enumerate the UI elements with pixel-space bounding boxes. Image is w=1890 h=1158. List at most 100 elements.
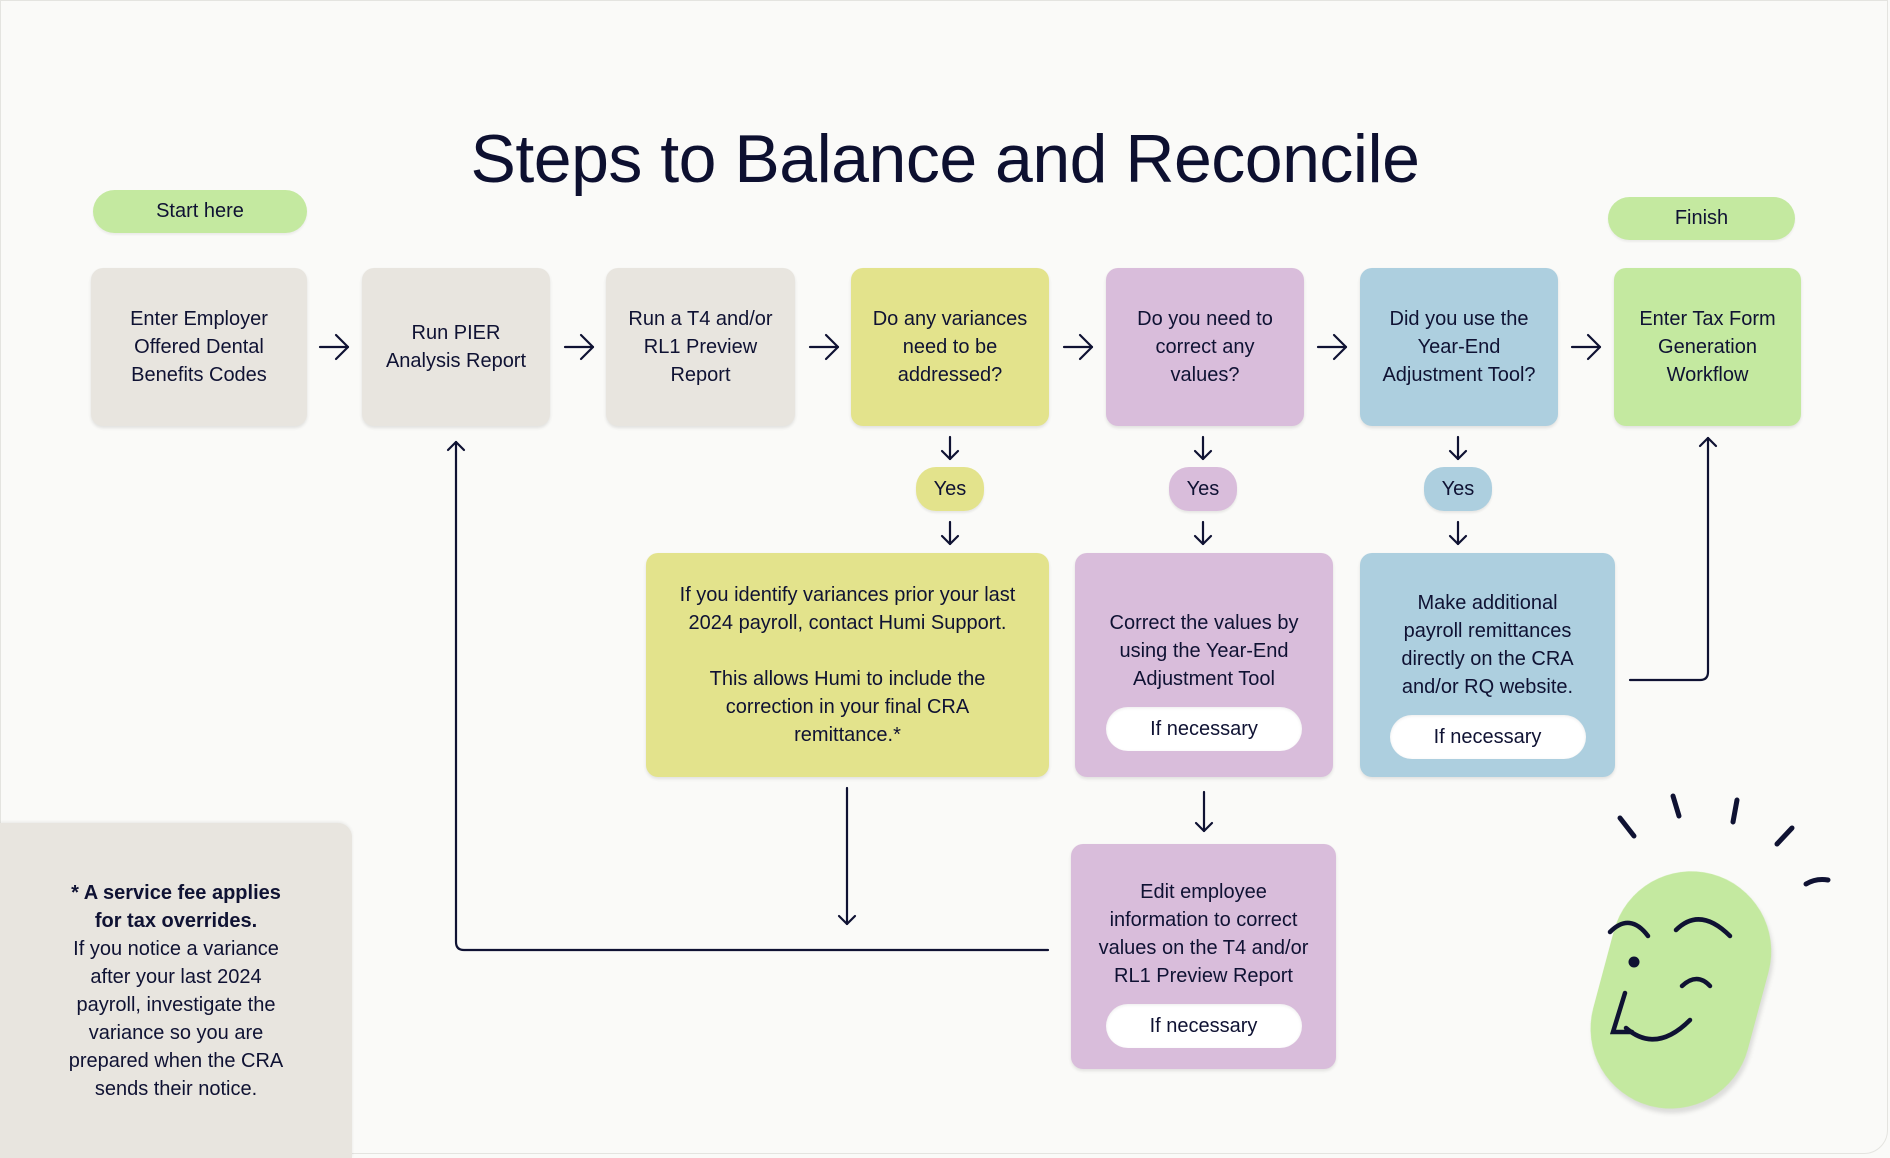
note-line: If you notice a variance: [73, 937, 279, 960]
detail-line: values on the T4 and/or: [1098, 937, 1309, 959]
note-line: variance so you are: [88, 1021, 264, 1044]
sparkle-line: [1670, 793, 1682, 819]
nose: [1609, 990, 1635, 1035]
detail-edit-employee: Edit employee information to correct val…: [1071, 844, 1336, 1069]
step-1-line: Benefits Codes: [131, 364, 267, 386]
step-4-line: Do any variances: [872, 308, 1028, 330]
arrow-right-icon: [808, 333, 840, 361]
winking-eye: [1679, 976, 1713, 989]
arrow-down-icon: [1448, 435, 1468, 461]
finish-pill: Finish: [1608, 197, 1795, 240]
if-necessary-tag: If necessary: [1105, 1004, 1302, 1048]
step-1-line: Enter Employer: [130, 308, 268, 330]
detail-line: remittance.*: [794, 724, 901, 746]
step-5-line: correct any: [1155, 336, 1255, 358]
detail-line: correction in your final CRA: [725, 696, 970, 718]
arrow-down-icon: [1194, 790, 1214, 833]
sparkle-line: [1803, 877, 1831, 887]
arrow-right-icon: [1316, 333, 1348, 361]
arrow-right-icon: [1062, 333, 1094, 361]
winking-face-mascot-icon: [1590, 793, 1831, 1109]
service-fee-note: * A service fee applies for tax override…: [0, 823, 352, 1158]
yes-label: Yes: [1186, 477, 1220, 500]
sparkle-line: [1774, 825, 1795, 847]
arrow-down-icon: [1193, 435, 1213, 461]
decision-variances: Do any variances need to be addressed?: [851, 268, 1049, 426]
detail-contact-support: If you identify variances prior your las…: [646, 553, 1049, 777]
arrow-right-icon: [563, 333, 595, 361]
note-bold-line: * A service fee applies: [71, 881, 281, 904]
step-3-line: Report: [670, 364, 731, 386]
arrow-down-icon: [940, 520, 960, 546]
open-eye: [1628, 956, 1640, 968]
detail-line: and/or RQ website.: [1401, 676, 1574, 698]
step-5-line: Do you need to: [1137, 308, 1273, 330]
detail-line: 2024 payroll, contact Humi Support.: [688, 612, 1007, 634]
detail-line: using the Year-End: [1119, 640, 1289, 662]
if-necessary-label: If necessary: [1433, 726, 1542, 748]
step-7-line: Enter Tax Form: [1639, 308, 1776, 330]
sparkle-line: [1730, 797, 1740, 825]
decision-correct-values: Do you need to correct any values?: [1106, 268, 1304, 426]
yes-label: Yes: [1441, 477, 1475, 500]
step-run-pier-report: Run PIER Analysis Report: [362, 268, 550, 426]
step-tax-form-generation: Enter Tax Form Generation Workflow: [1614, 268, 1801, 426]
left-brow: [1607, 920, 1651, 939]
step-6-line: Year-End: [1417, 336, 1501, 358]
step-7-line: Workflow: [1666, 364, 1749, 386]
detail-line: Correct the values by: [1109, 612, 1299, 634]
if-necessary-label: If necessary: [1150, 718, 1258, 740]
step-4-line: need to be: [902, 336, 998, 358]
step-7-line: Generation: [1658, 336, 1757, 358]
detail-line: RL1 Preview Report: [1114, 965, 1293, 987]
arrow-down-icon: [940, 435, 960, 461]
detail-additional-remittances: Make additional payroll remittances dire…: [1360, 553, 1615, 777]
detail-line: If you identify variances prior your las…: [679, 584, 1016, 606]
arrow-down-icon: [1448, 520, 1468, 546]
yes-pill-variances: Yes: [916, 467, 984, 511]
yes-pill-year-end: Yes: [1424, 467, 1492, 511]
sparkle-line: [1617, 815, 1637, 839]
yes-label: Yes: [933, 477, 967, 500]
detail-line: Adjustment Tool: [1133, 668, 1275, 690]
step-6-line: Did you use the: [1389, 308, 1529, 330]
arrow-down-icon: [1193, 520, 1213, 546]
step-3-line: RL1 Preview: [643, 336, 758, 358]
step-2-line: Run PIER: [411, 322, 501, 344]
arrow-right-icon: [1570, 333, 1602, 361]
smile: [1623, 1017, 1693, 1042]
step-run-t4-rl1-preview: Run a T4 and/or RL1 Preview Report: [606, 268, 795, 426]
loop-back-arrow: [446, 440, 1050, 952]
detail-line: Make additional: [1417, 592, 1558, 614]
if-necessary-label: If necessary: [1149, 1015, 1258, 1037]
arrow-down-icon: [837, 786, 857, 926]
decision-year-end-tool: Did you use the Year-End Adjustment Tool…: [1360, 268, 1558, 426]
detail-line: payroll remittances: [1403, 620, 1572, 642]
right-brow: [1673, 917, 1733, 939]
yes-pill-correct: Yes: [1169, 467, 1237, 511]
finish-label: Finish: [1674, 207, 1729, 229]
detail-line: Edit employee: [1140, 881, 1267, 903]
note-bold-line: for tax overrides.: [94, 909, 258, 932]
step-enter-dental-codes: Enter Employer Offered Dental Benefits C…: [91, 268, 307, 426]
step-4-line: addressed?: [897, 364, 1003, 386]
step-1-line: Offered Dental: [134, 336, 264, 358]
start-pill: Start here: [93, 190, 307, 233]
arrow-to-finish: [1628, 436, 1718, 682]
note-line: prepared when the CRA: [68, 1049, 284, 1072]
detail-line: This allows Humi to include the: [709, 668, 986, 690]
if-necessary-tag: If necessary: [1389, 715, 1586, 759]
detail-line: information to correct: [1109, 909, 1298, 931]
step-5-line: values?: [1170, 364, 1240, 386]
note-line: after your last 2024: [90, 965, 262, 988]
start-label: Start here: [156, 200, 244, 222]
step-3-line: Run a T4 and/or: [628, 308, 773, 330]
note-line: payroll, investigate the: [76, 993, 276, 1016]
step-6-line: Adjustment Tool?: [1382, 364, 1536, 386]
page-title-text: Steps to Balance and Reconcile: [470, 121, 1420, 197]
mascot-body: [1590, 871, 1772, 1109]
page-title: Steps to Balance and Reconcile: [0, 120, 1890, 198]
arrow-right-icon: [318, 333, 350, 361]
if-necessary-tag: If necessary: [1106, 707, 1302, 751]
